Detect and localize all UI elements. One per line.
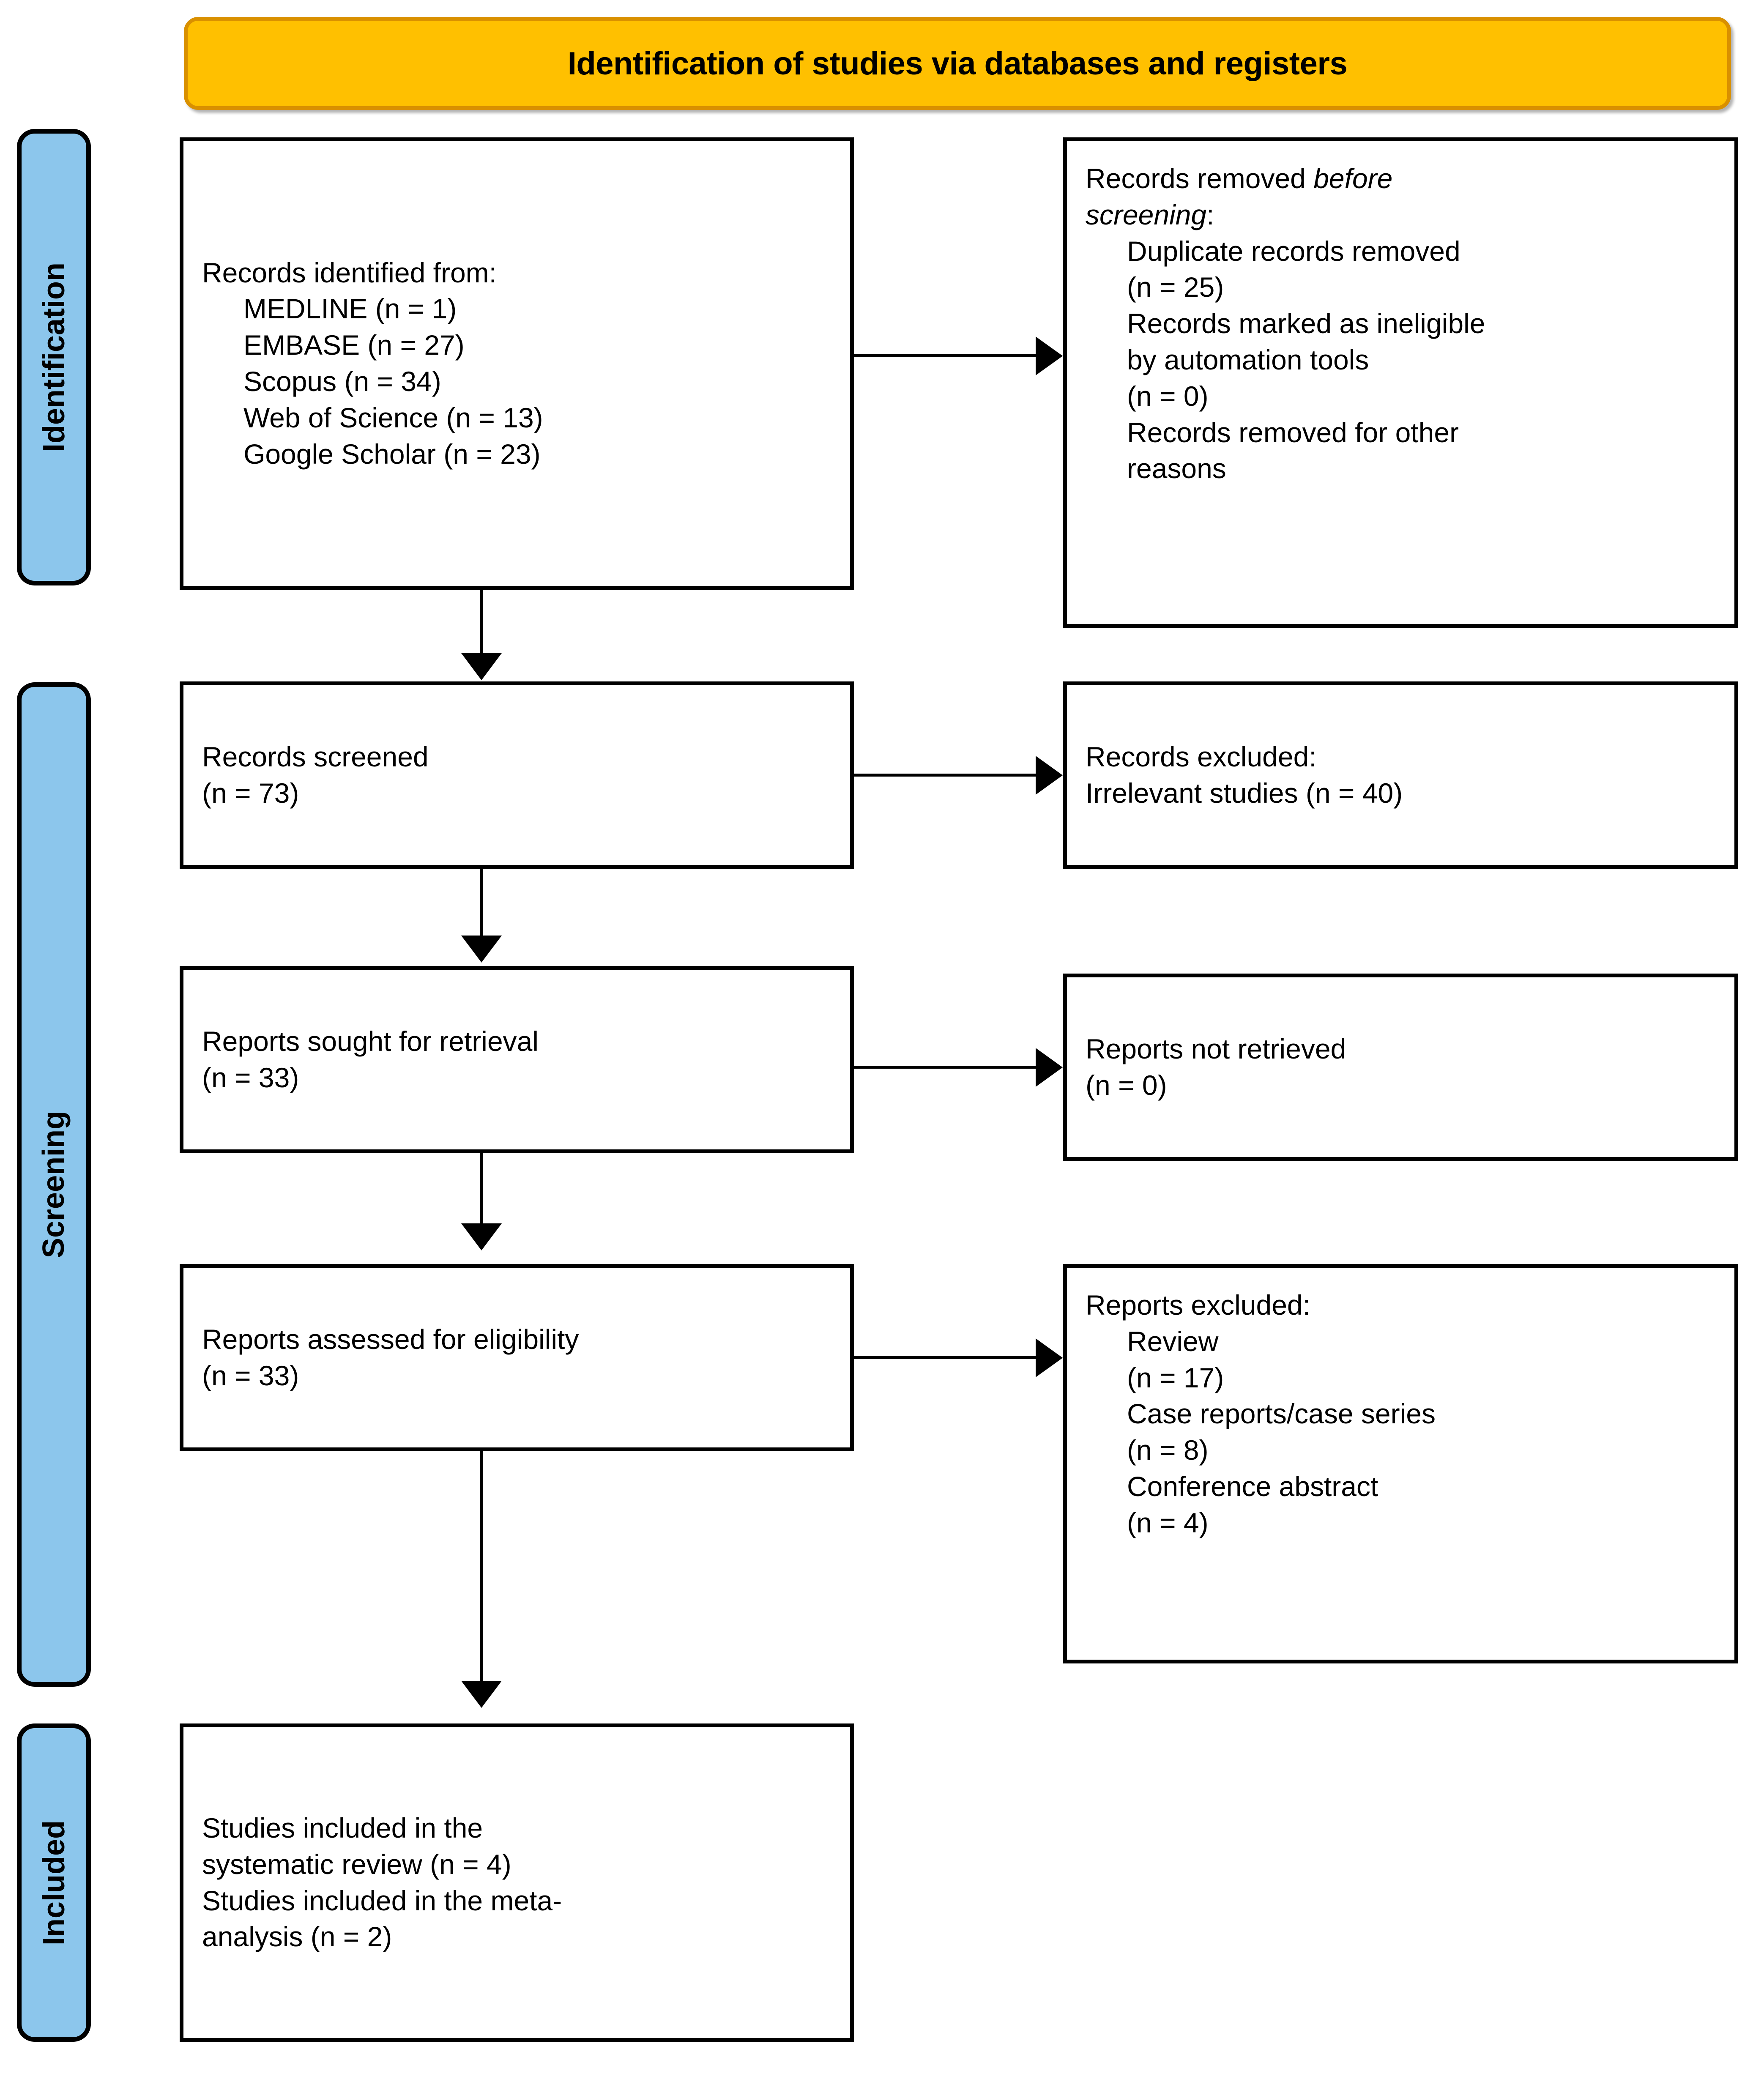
records-removed-reason: (n = 25) — [1127, 271, 1224, 303]
reports-excluded-reason: Case reports/case series — [1127, 1398, 1436, 1430]
records-screened-count: (n = 73) — [202, 777, 299, 809]
stage-label-included: Included — [17, 1723, 91, 2042]
arrowhead-identified-to-screened — [461, 653, 502, 680]
studies-included-line: systematic review (n = 4) — [202, 1848, 511, 1880]
records-identified-source: MEDLINE (n = 1) — [243, 293, 457, 325]
connector-sought-to-not-retrieved — [854, 1066, 1037, 1069]
records-removed-reason: Records removed for other — [1127, 416, 1459, 448]
records-removed-heading-line2: screening: — [1086, 197, 1719, 233]
reports-not-retrieved-label: Reports not retrieved — [1086, 1033, 1346, 1064]
reports-not-retrieved-count: (n = 0) — [1086, 1069, 1167, 1101]
banner-title: Identification of studies via databases … — [567, 45, 1348, 82]
reports-excluded-reason: Review — [1127, 1325, 1219, 1357]
reports-assessed-count: (n = 33) — [202, 1360, 299, 1391]
arrowhead-assessed-to-included — [461, 1681, 502, 1708]
records-identified-source: Scopus (n = 34) — [243, 366, 441, 397]
records-identified-source: EMBASE (n = 27) — [243, 329, 465, 361]
arrowhead-assessed-to-excluded — [1036, 1338, 1063, 1377]
reports-excluded-reason: (n = 4) — [1127, 1507, 1209, 1538]
records-removed-heading-plain: Records removed — [1086, 163, 1314, 194]
records-removed-reason: by automation tools — [1127, 344, 1369, 375]
records-identified-source: Google Scholar (n = 23) — [243, 438, 541, 470]
stage-label-included-text: Included — [37, 1820, 71, 1945]
stage-label-screening-text: Screening — [37, 1111, 71, 1258]
box-records-removed-before-screening: Records removed before screening: Duplic… — [1063, 137, 1738, 628]
records-removed-reason: (n = 0) — [1127, 380, 1209, 412]
records-removed-reason: reasons — [1127, 453, 1226, 484]
box-reports-assessed: Reports assessed for eligibility (n = 33… — [180, 1264, 854, 1451]
box-reports-not-retrieved: Reports not retrieved (n = 0) — [1063, 974, 1738, 1161]
connector-identified-to-removed — [854, 354, 1037, 357]
arrowhead-screened-to-sought — [461, 936, 502, 963]
connector-assessed-to-excluded — [854, 1356, 1037, 1359]
records-removed-heading-italic2: screening — [1086, 199, 1207, 230]
box-studies-included: Studies included in the systematic revie… — [180, 1723, 854, 2042]
arrowhead-sought-to-not-retrieved — [1036, 1048, 1063, 1087]
records-screened-label: Records screened — [202, 741, 429, 772]
box-records-excluded: Records excluded: Irrelevant studies (n … — [1063, 681, 1738, 869]
connector-screened-to-excluded — [854, 774, 1037, 777]
records-excluded-reason: Irrelevant studies (n = 40) — [1086, 777, 1403, 809]
arrowhead-sought-to-assessed — [461, 1223, 502, 1250]
box-reports-sought: Reports sought for retrieval (n = 33) — [180, 966, 854, 1153]
reports-excluded-heading: Reports excluded: — [1086, 1289, 1310, 1321]
records-removed-reason: Records marked as ineligible — [1127, 308, 1485, 339]
reports-excluded-reason: (n = 17) — [1127, 1362, 1224, 1393]
stage-label-identification-text: Identification — [37, 263, 71, 452]
connector-assessed-to-included — [480, 1451, 483, 1682]
reports-sought-count: (n = 33) — [202, 1061, 299, 1093]
reports-excluded-reason: (n = 8) — [1127, 1434, 1209, 1466]
connector-sought-to-assessed — [480, 1153, 483, 1224]
studies-included-line: Studies included in the meta- — [202, 1885, 562, 1916]
arrowhead-screened-to-excluded — [1036, 756, 1063, 795]
studies-included-line: Studies included in the — [202, 1812, 483, 1844]
connector-screened-to-sought — [480, 869, 483, 936]
box-records-identified: Records identified from: MEDLINE (n = 1)… — [180, 137, 854, 590]
reports-assessed-label: Reports assessed for eligibility — [202, 1323, 579, 1355]
connector-identified-to-screened — [480, 590, 483, 654]
box-reports-excluded: Reports excluded: Review (n = 17) Case r… — [1063, 1264, 1738, 1663]
arrowhead-identified-to-removed — [1036, 336, 1063, 375]
records-removed-heading-colon: : — [1206, 199, 1214, 230]
box-records-screened: Records screened (n = 73) — [180, 681, 854, 869]
stage-label-screening: Screening — [17, 682, 91, 1687]
records-removed-heading-line1: Records removed before — [1086, 161, 1719, 197]
records-removed-reason: Duplicate records removed — [1127, 235, 1460, 267]
records-identified-source: Web of Science (n = 13) — [243, 402, 543, 433]
records-removed-heading-italic: before — [1313, 163, 1393, 194]
records-identified-heading: Records identified from: — [202, 257, 497, 288]
studies-included-line: analysis (n = 2) — [202, 1921, 392, 1953]
records-excluded-heading: Records excluded: — [1086, 741, 1317, 772]
stage-label-identification: Identification — [17, 129, 91, 585]
reports-sought-label: Reports sought for retrieval — [202, 1025, 539, 1057]
diagram-banner: Identification of studies via databases … — [184, 17, 1731, 110]
reports-excluded-reason: Conference abstract — [1127, 1470, 1378, 1502]
